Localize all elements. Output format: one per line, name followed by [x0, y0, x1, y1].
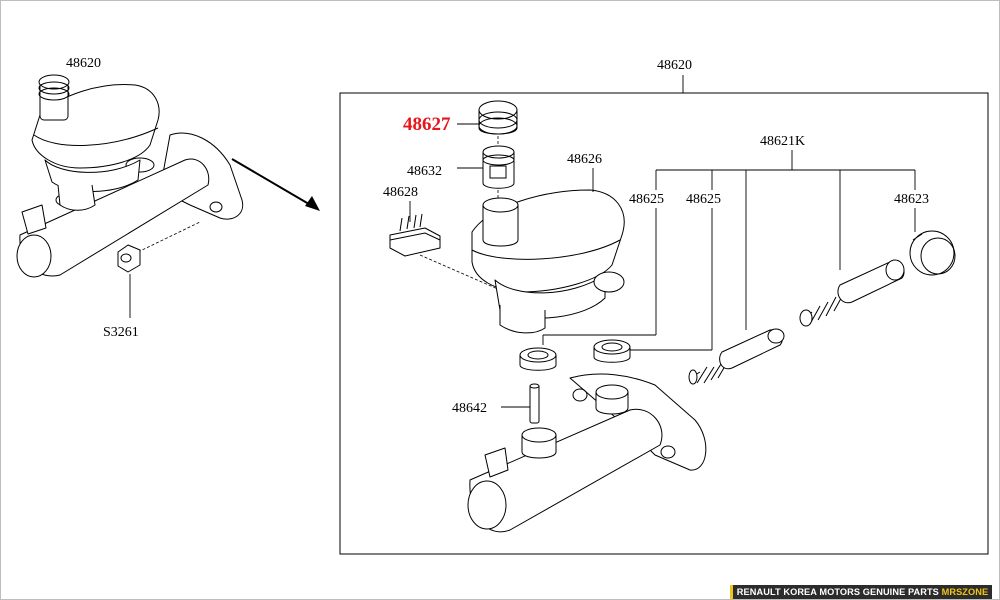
label-grommet-a[interactable]: 48625	[629, 192, 664, 207]
assembled-master-cylinder[interactable]	[16, 74, 244, 278]
label-pin[interactable]: 48642	[452, 401, 487, 416]
label-reservoir[interactable]: 48626	[567, 152, 602, 167]
reservoir-cap-48627[interactable]	[478, 100, 518, 135]
label-assembly-right[interactable]: 48620	[657, 58, 692, 73]
explode-arrow-icon	[231, 158, 320, 211]
label-clip[interactable]: 48628	[383, 185, 418, 200]
master-cylinder-body[interactable]	[467, 373, 707, 533]
label-cap-highlighted[interactable]: 48627	[403, 114, 451, 135]
label-screw[interactable]: S3261	[103, 325, 139, 340]
footer-text: RENAULT KOREA MOTORS GENUINE PARTS	[736, 587, 939, 597]
label-grommet-b[interactable]: 48625	[686, 192, 721, 207]
label-assembly-left[interactable]: 48620	[66, 56, 101, 71]
piston-spring-kit-48621k[interactable]	[688, 259, 905, 385]
label-seal[interactable]: 48623	[894, 192, 929, 207]
grommet-48625-b[interactable]	[593, 339, 631, 363]
reservoir-48626[interactable]	[471, 189, 625, 334]
clip-48628[interactable]	[389, 213, 441, 257]
grommet-48625-a[interactable]	[519, 347, 557, 371]
screw-s3261[interactable]	[117, 244, 141, 273]
footer-banner: RENAULT KOREA MOTORS GENUINE PARTS MRSZO…	[730, 585, 992, 599]
exploded-view-frame	[339, 92, 989, 555]
label-seal-kit[interactable]: 48621K	[760, 134, 805, 149]
label-filter[interactable]: 48632	[407, 164, 442, 179]
pin-48642[interactable]	[529, 383, 540, 424]
filter-48632[interactable]	[482, 145, 515, 189]
footer-brand: MRSZONE	[941, 587, 989, 597]
seal-48623[interactable]	[909, 230, 956, 276]
